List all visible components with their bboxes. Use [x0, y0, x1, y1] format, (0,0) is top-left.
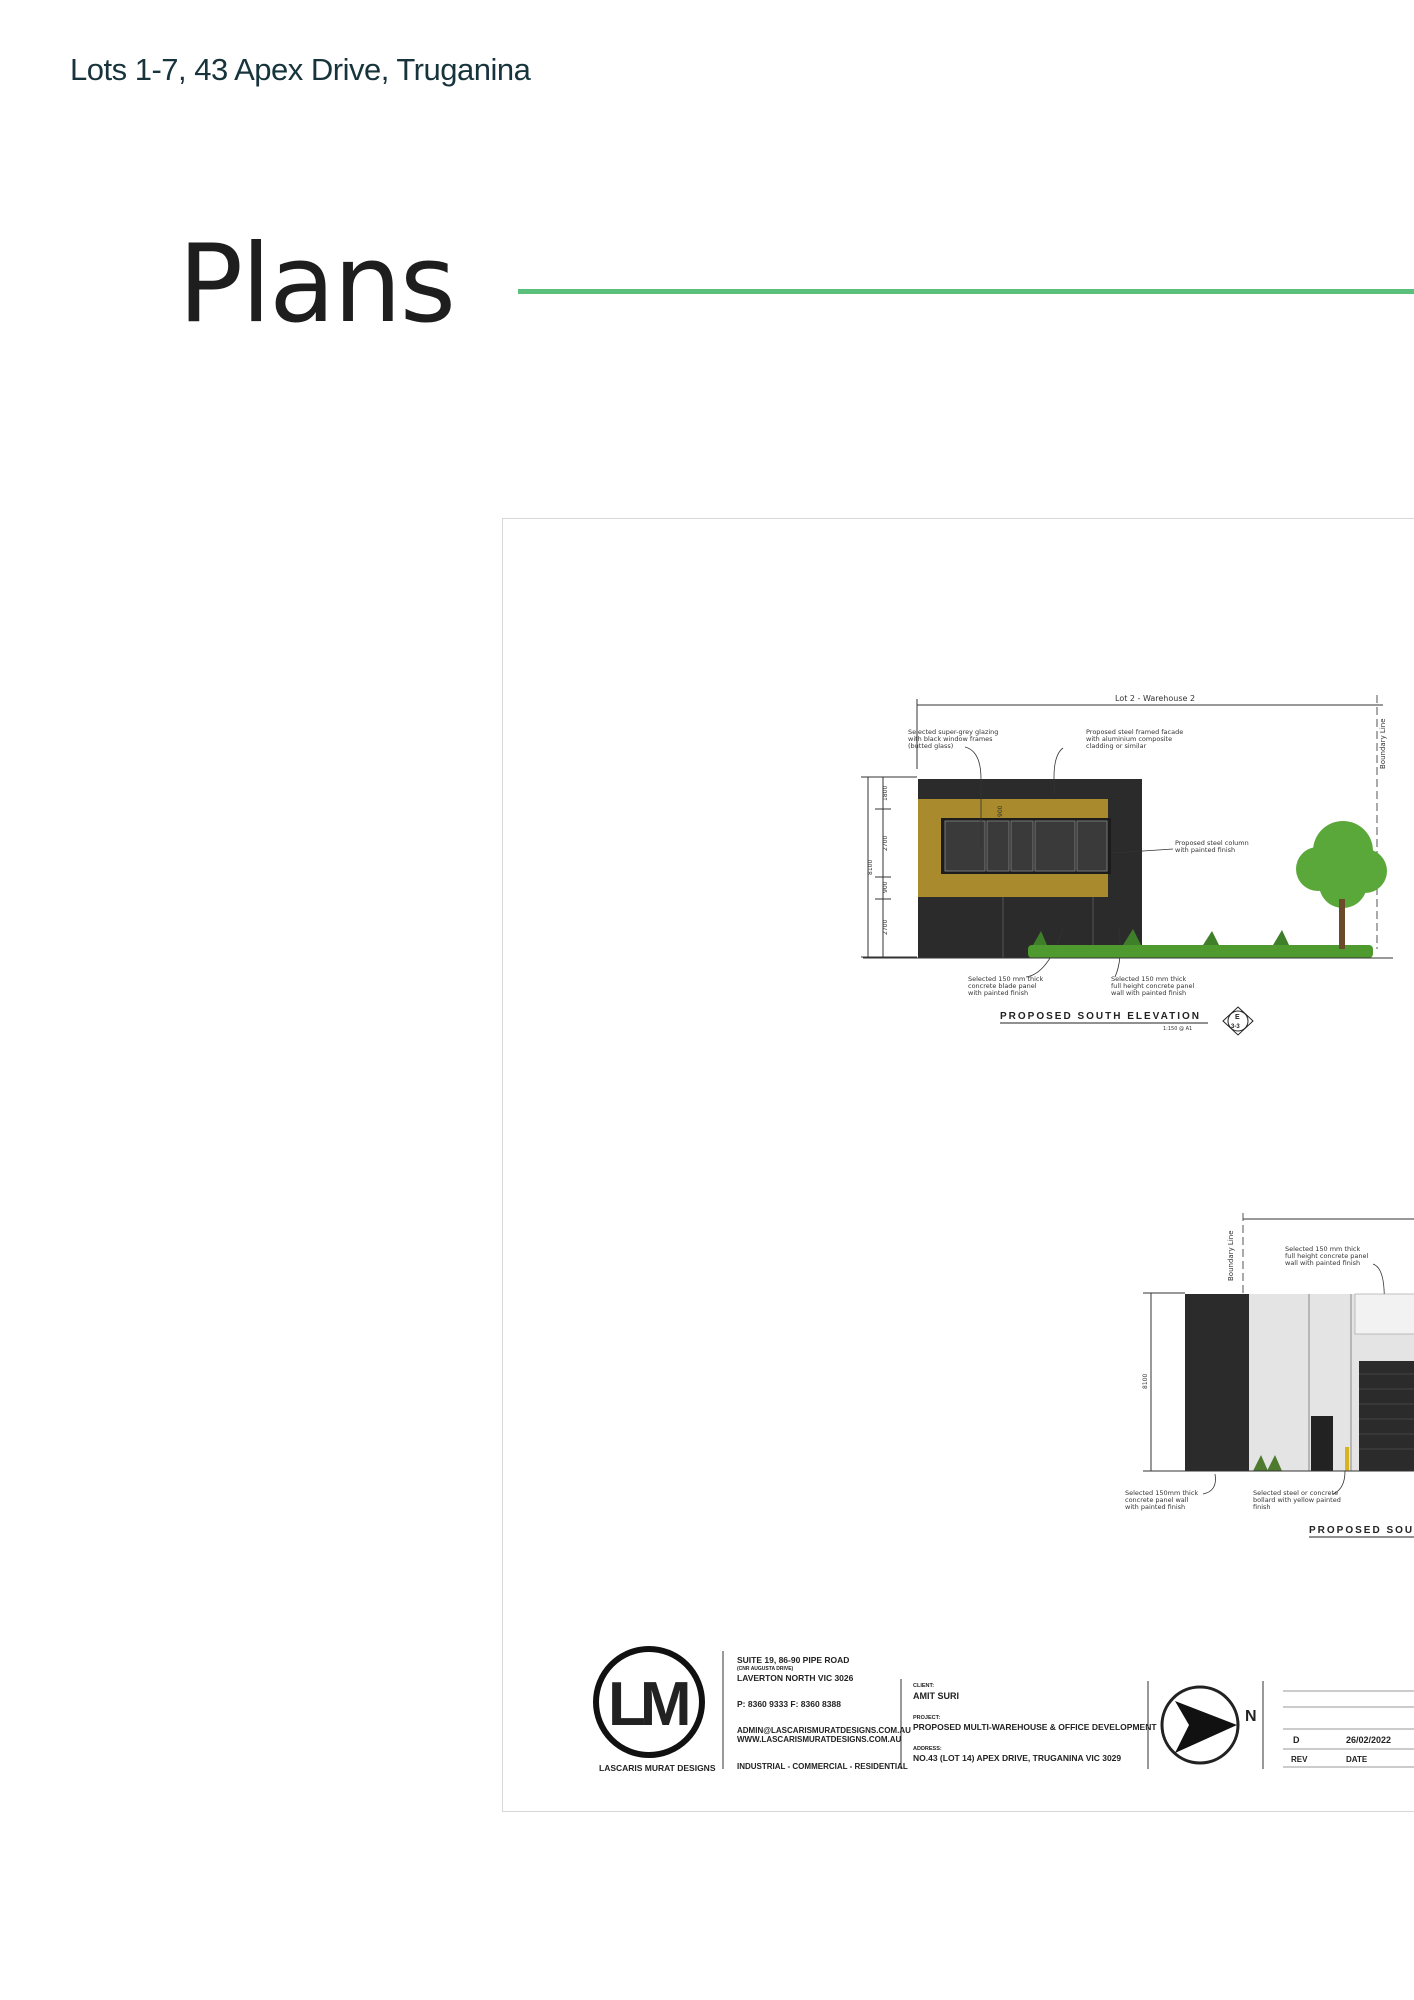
note-facade-2: with aluminium composite: [1086, 735, 1172, 743]
note-facade-3: cladding or similar: [1086, 742, 1147, 750]
lot-label: Lot 2 - Warehouse 2: [1115, 694, 1195, 703]
garden-bed: [1028, 945, 1373, 958]
note-glazing-2: with black window frames: [908, 735, 993, 743]
firm-name: LASCARIS MURAT DESIGNS: [599, 1763, 716, 1773]
project-name: PROPOSED MULTI-WAREHOUSE & OFFICE DEVELO…: [913, 1722, 1157, 1732]
note2-panel-1: Selected 150 mm thick: [1285, 1245, 1360, 1253]
note-facade-1: Proposed steel framed facade: [1086, 728, 1183, 736]
tree-trunk: [1339, 899, 1345, 949]
dim-2: 2700: [882, 836, 889, 851]
office-address-1: SUITE 19, 86-90 PIPE ROAD: [737, 1655, 849, 1665]
dark-panel-wall: [1185, 1294, 1249, 1471]
section-marker-letter: E: [1235, 1014, 1240, 1021]
north-arrow-icon: [1160, 1685, 1240, 1765]
boundary-label-2: Boundary Line: [1227, 1230, 1235, 1281]
client-name: AMIT SURI: [913, 1691, 959, 1701]
boundary-label: Boundary Line: [1379, 718, 1387, 769]
revision-date: 26/02/2022: [1346, 1735, 1391, 1745]
date-column-header: DATE: [1346, 1755, 1368, 1764]
personnel-door: [1311, 1416, 1333, 1471]
note2-bollard-3: finish: [1253, 1503, 1271, 1511]
scale-label: 1:150 @ A1: [1163, 1026, 1192, 1032]
office-address-2: LAVERTON NORTH VIC 3026: [737, 1673, 854, 1683]
note-column-1: Proposed steel column: [1175, 839, 1249, 847]
note-blade-2: concrete blade panel: [968, 982, 1037, 990]
note2-panel-2: full height concrete panel: [1285, 1252, 1368, 1260]
roller-door: [1359, 1361, 1414, 1471]
note-panel-1: Selected 150 mm thick: [1111, 975, 1186, 983]
dim-1: 1800: [882, 786, 889, 801]
title-accent-rule: [518, 289, 1414, 294]
address-label: ADDRESS:: [913, 1746, 942, 1752]
note2-bollard-1: Selected steel or concrete: [1253, 1489, 1338, 1497]
note2-panel-3: wall with painted finish: [1285, 1259, 1360, 1267]
client-label: CLIENT:: [913, 1683, 934, 1689]
property-address: Lots 1-7, 43 Apex Drive, Truganina: [70, 52, 531, 87]
title-block: LM LASCARIS MURAT DESIGNS SUITE 19, 86-9…: [593, 1646, 1414, 1773]
dim-3: 900: [882, 881, 889, 893]
dim-window: 900: [997, 805, 1004, 817]
north-label: N: [1245, 1708, 1257, 1725]
note-panel-2: full height concrete panel: [1111, 982, 1194, 990]
project-label: PROJECT:: [913, 1715, 940, 1721]
plan-drawing-sheet: Lot 2 - Warehouse 2 Boundary Line 1800 2…: [502, 518, 1414, 1812]
note2-wall-1: Selected 150mm thick: [1125, 1489, 1198, 1497]
dim-total: 8100: [867, 860, 874, 875]
note-column-2: with painted finish: [1175, 846, 1235, 854]
project-address: NO.43 (LOT 14) APEX DRIVE, TRUGANINA VIC…: [913, 1753, 1121, 1763]
firm-logo: LM: [608, 1670, 688, 1739]
bollard: [1345, 1447, 1349, 1471]
elevation2-caption: PROPOSED SOU: [1309, 1525, 1414, 1536]
dim2-height: 8100: [1142, 1374, 1149, 1389]
office-email: ADMIN@LASCARISMURATDESIGNS.COM.AU: [737, 1726, 911, 1735]
office-website: WWW.LASCARISMURATDESIGNS.COM.AU: [737, 1735, 902, 1744]
south-elevation-2: Boundary Line Selected 150 mm thick full…: [1125, 1213, 1414, 1538]
rev-column-header: REV: [1291, 1755, 1308, 1764]
office-address-sub: (CNR AUGUSTA DRIVE): [737, 1666, 794, 1672]
section-marker-sheet: 3-3: [1231, 1024, 1240, 1030]
note2-bollard-2: bollard with yellow painted: [1253, 1496, 1341, 1504]
note2-wall-3: with painted finish: [1125, 1503, 1185, 1511]
page-title: Plans: [178, 222, 456, 347]
elevation-drawing: Lot 2 - Warehouse 2 Boundary Line 1800 2…: [593, 694, 1414, 1773]
note2-wall-2: concrete panel wall: [1125, 1496, 1189, 1504]
firm-tagline: INDUSTRIAL - COMMERCIAL - RESIDENTIAL: [737, 1762, 908, 1771]
elevation-caption: PROPOSED SOUTH ELEVATION: [1000, 1011, 1201, 1022]
dim-4: 2700: [882, 920, 889, 935]
office-phone: P: 8360 9333 F: 8360 8388: [737, 1699, 841, 1709]
revision-letter: D: [1293, 1735, 1300, 1745]
note-panel-3: wall with painted finish: [1111, 989, 1186, 997]
note-blade-1: Selected 150 mm thick: [968, 975, 1043, 983]
south-elevation-1: Lot 2 - Warehouse 2 Boundary Line 1800 2…: [861, 694, 1393, 1036]
note-glazing-3: (butted glass): [908, 742, 953, 750]
note-glazing-1: Selected super-grey glazing: [908, 728, 998, 736]
firm-logo-ring: [593, 1646, 705, 1758]
note-blade-3: with painted finish: [968, 989, 1028, 997]
